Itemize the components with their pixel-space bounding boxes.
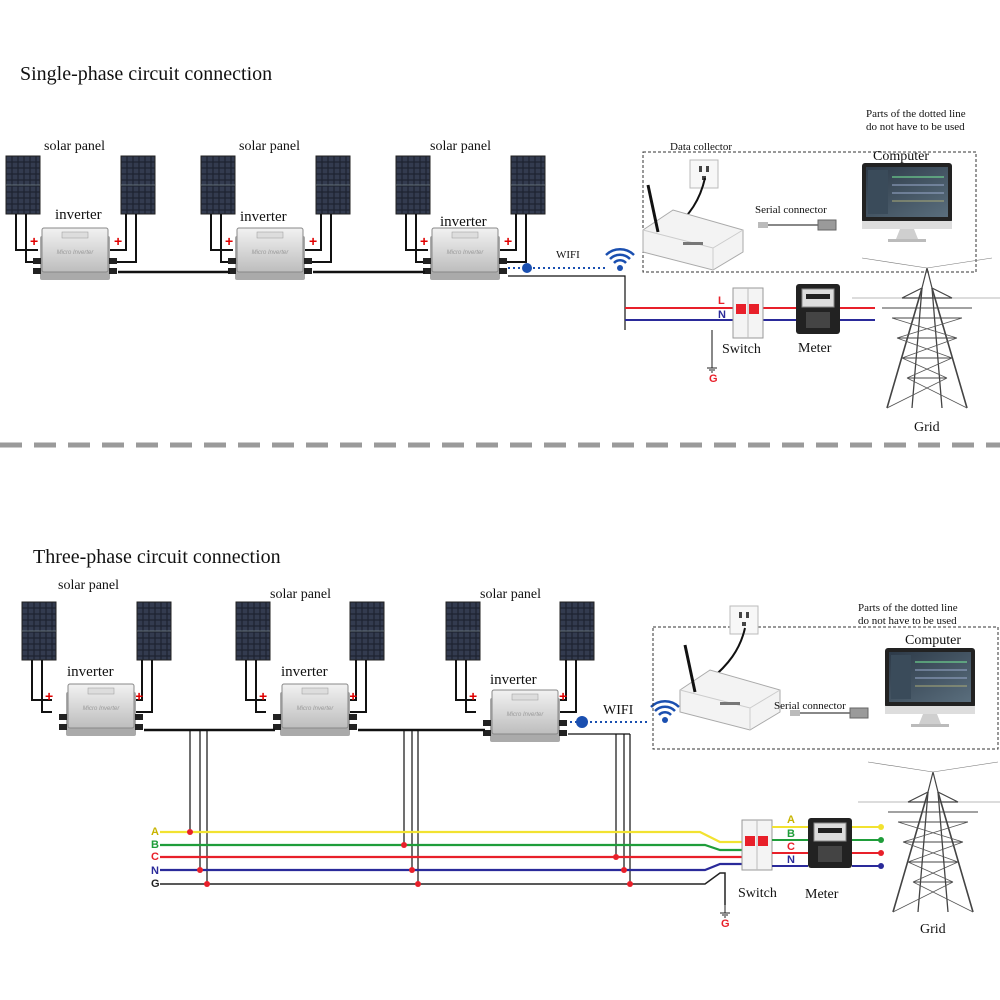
- dotted-note-line2: do not have to be used: [858, 615, 957, 627]
- micro-inverter-icon: [422, 227, 508, 281]
- ground-icon: [706, 359, 718, 373]
- three-unit-2: solar panel inverter + +: [235, 587, 385, 737]
- solar-panel-icon: [315, 155, 351, 215]
- computer-label: Computer: [873, 149, 929, 164]
- solar-panel-icon: [349, 601, 385, 661]
- solar-panel-icon: [5, 155, 41, 215]
- solar-panel-label: solar panel: [270, 587, 331, 602]
- plus-sign: +: [309, 233, 317, 249]
- serial-connector-label: Serial connector: [774, 700, 846, 712]
- switch-icon: [732, 287, 764, 339]
- optional-equipment-box: [642, 151, 977, 273]
- plus-sign: +: [504, 233, 512, 249]
- solar-panel-label: solar panel: [58, 578, 119, 593]
- optional-equipment-box: [652, 626, 999, 750]
- solar-panel-icon: [136, 601, 172, 661]
- micro-inverter-icon: [32, 227, 118, 281]
- line-N-label: N: [718, 309, 726, 321]
- solar-panel-label: solar panel: [430, 139, 491, 154]
- wifi-label: WIFI: [603, 703, 634, 718]
- micro-inverter-icon: [482, 689, 568, 743]
- single-unit-3: solar panel inverter + +: [395, 139, 546, 281]
- computer-label: Computer: [905, 633, 961, 648]
- line-C-label: C: [787, 841, 795, 853]
- plus-sign: +: [114, 233, 122, 249]
- single-unit-2: solar panel inverter + +: [200, 139, 351, 281]
- serial-connector-label: Serial connector: [755, 204, 827, 216]
- plus-sign: +: [135, 688, 143, 704]
- computer-icon: [861, 162, 953, 243]
- solar-panel-icon: [395, 155, 431, 215]
- plus-sign: +: [469, 688, 477, 704]
- inverter-label: inverter: [281, 664, 328, 680]
- line-L-label: L: [718, 295, 725, 307]
- three-unit-1: solar panel inverter + +: [21, 578, 172, 737]
- line-B-label: B: [787, 828, 795, 840]
- meter-icon: [807, 817, 853, 869]
- grid-tower-icon: [857, 761, 1000, 913]
- grid-label: Grid: [920, 922, 946, 937]
- meter-label: Meter: [798, 341, 832, 356]
- micro-inverter-icon: [58, 683, 144, 737]
- meter-label: Meter: [805, 887, 839, 902]
- inverter-label: inverter: [240, 209, 287, 225]
- data-collector-icon: [641, 183, 745, 272]
- solar-panel-icon: [510, 155, 546, 215]
- line-N-label: N: [787, 854, 795, 866]
- ground-icon: [719, 904, 731, 918]
- plus-sign: +: [259, 688, 267, 704]
- solar-panel-icon: [235, 601, 271, 661]
- data-collector-label: Data collector: [670, 141, 732, 153]
- plus-sign: +: [420, 233, 428, 249]
- grid-tower-icon: [851, 257, 1000, 409]
- wifi-label: WIFI: [556, 249, 580, 261]
- plus-sign: +: [225, 233, 233, 249]
- inverter-label: inverter: [490, 672, 537, 688]
- solar-panel-icon: [200, 155, 236, 215]
- switch-label: Switch: [738, 886, 777, 901]
- plus-sign: +: [30, 233, 38, 249]
- inverter-label: inverter: [440, 214, 487, 230]
- solar-panel-icon: [559, 601, 595, 661]
- dotted-note-line1: Parts of the dotted line: [866, 108, 966, 120]
- micro-inverter-icon: [272, 683, 358, 737]
- solar-panel-label: solar panel: [480, 587, 541, 602]
- solar-panel-icon: [445, 601, 481, 661]
- single-unit-1: solar panel inverter + +: [5, 139, 156, 281]
- three-title: Three-phase circuit connection: [33, 546, 281, 568]
- micro-inverter-icon: [227, 227, 313, 281]
- plus-sign: +: [349, 688, 357, 704]
- grid-feed-lines: [852, 824, 884, 869]
- plus-sign: +: [559, 688, 567, 704]
- solar-panel-icon: [120, 155, 156, 215]
- meter-icon: [795, 283, 841, 335]
- inverter-label: inverter: [55, 207, 102, 223]
- grid-label: Grid: [914, 420, 940, 435]
- line-A-label: A: [151, 826, 159, 838]
- solar-panel-icon: [21, 601, 57, 661]
- line-A-label: A: [787, 814, 795, 826]
- line-B-label: B: [151, 839, 159, 851]
- solar-panel-label: solar panel: [44, 139, 105, 154]
- serial-connector-icon: [757, 219, 837, 231]
- computer-icon: [884, 647, 976, 728]
- ground-label: G: [721, 918, 730, 930]
- switch-label: Switch: [722, 342, 761, 357]
- dotted-note-line1: Parts of the dotted line: [858, 602, 958, 614]
- single-title: Single-phase circuit connection: [20, 63, 272, 85]
- plus-sign: +: [45, 688, 53, 704]
- three-unit-3: solar panel inverter + +: [445, 587, 595, 743]
- ground-label: G: [709, 373, 718, 385]
- data-collector-icon: [678, 643, 782, 732]
- wifi-icon: [649, 700, 681, 725]
- line-C-label: C: [151, 851, 159, 863]
- line-N-label: N: [151, 865, 159, 877]
- switch-icon: [741, 819, 773, 871]
- solar-panel-label: solar panel: [239, 139, 300, 154]
- inverter-label: inverter: [67, 664, 114, 680]
- dotted-note-line2: do not have to be used: [866, 121, 965, 133]
- line-G-label: G: [151, 878, 160, 890]
- wifi-icon: [604, 248, 636, 273]
